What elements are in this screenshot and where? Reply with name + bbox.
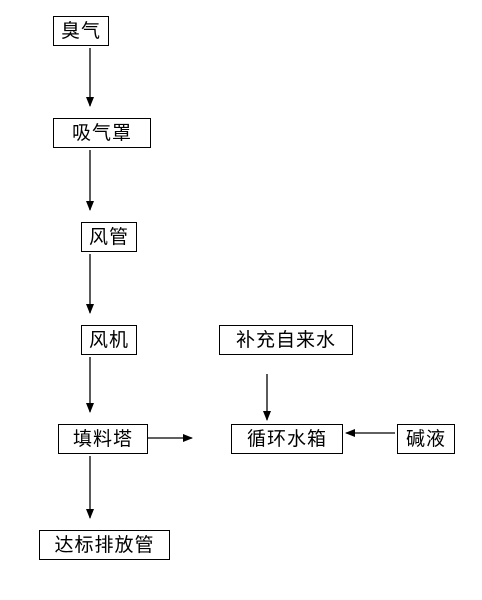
node-discharge-stack: 达标排放管 xyxy=(39,530,170,560)
node-air-duct: 风管 xyxy=(81,222,137,252)
node-packed-tower: 填料塔 xyxy=(58,424,148,454)
node-makeup-water: 补充自来水 xyxy=(219,325,353,355)
node-suction-hood: 吸气罩 xyxy=(53,118,151,148)
node-circulating-tank: 循环水箱 xyxy=(231,424,343,454)
node-fan: 风机 xyxy=(81,325,137,355)
node-alkali-solution: 碱液 xyxy=(397,424,455,454)
node-odor-gas: 臭气 xyxy=(53,16,109,46)
